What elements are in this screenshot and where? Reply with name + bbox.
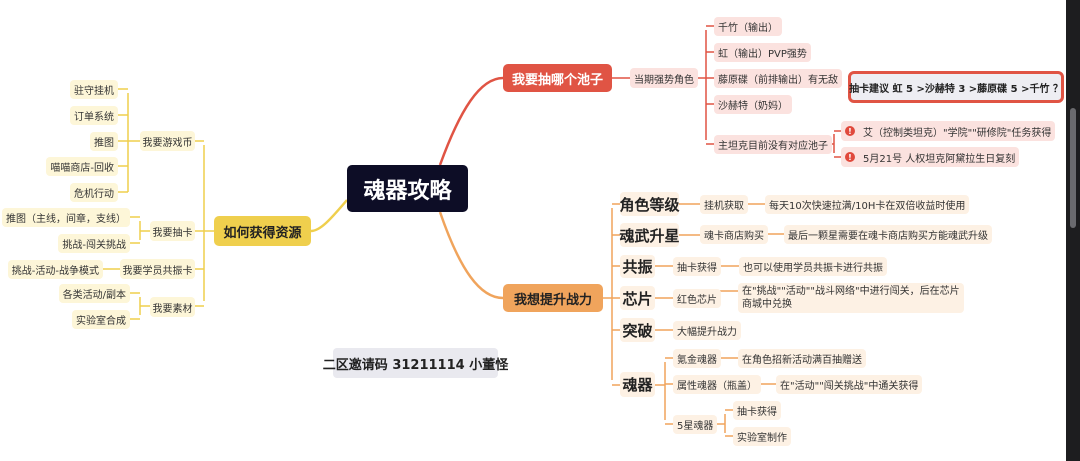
node-current-strong[interactable]: 当期强势角色 — [630, 68, 698, 88]
node-level-method[interactable]: 挂机获取 — [700, 195, 748, 214]
node-five-star-draw[interactable]: 抽卡获得 — [733, 401, 781, 420]
node-level[interactable]: 角色等级 — [620, 192, 680, 216]
alert-note[interactable]: ! 艾（控制类坦克）"学院""研修院"任务获得 — [841, 121, 1056, 141]
node-coin-source[interactable]: 推图 — [90, 132, 118, 151]
exclamation-icon: ! — [845, 126, 855, 136]
node-breakthrough-method[interactable]: 大幅提升战力 — [673, 321, 741, 340]
chip-note-line: 商城中兑换 — [742, 299, 792, 310]
node-chip-method[interactable]: 红色芯片 — [673, 289, 721, 308]
exclamation-icon: ! — [845, 152, 855, 162]
node-resonance-card[interactable]: 我要学员共振卡 — [120, 259, 195, 279]
node-coin-source[interactable]: 驻守挂机 — [70, 80, 118, 99]
branch-pool[interactable]: 我要抽哪个池子 — [503, 64, 612, 92]
node-char[interactable]: 虹（输出）PVP强势 — [714, 43, 811, 62]
node-char[interactable]: 藤原碟（前排输出）有无敌 — [714, 69, 842, 88]
central-topic[interactable]: 魂器攻略 — [347, 165, 468, 212]
node-weapon-method[interactable]: 魂卡商店购买 — [700, 225, 768, 244]
node-coin-source[interactable]: 订单系统 — [70, 106, 118, 125]
node-char[interactable]: 千竹（输出） — [714, 17, 782, 36]
node-coins[interactable]: 我要游戏币 — [140, 131, 195, 151]
node-krypton-soul[interactable]: 氪金魂器 — [673, 349, 721, 368]
note-text: 5月21号 人权坦克阿黛拉生日复刻 — [863, 153, 1016, 165]
node-material-source[interactable]: 实验室合成 — [72, 310, 130, 329]
invite-code-note[interactable]: 二区邀请码 31211114 小董怪 — [323, 348, 508, 378]
node-soul[interactable]: 魂器 — [620, 372, 655, 397]
scrollbar-track[interactable] — [1066, 0, 1080, 461]
node-material-source[interactable]: 各类活动/副本 — [58, 284, 130, 303]
node-five-star-lab[interactable]: 实验室制作 — [733, 427, 791, 446]
node-resonance-method[interactable]: 抽卡获得 — [673, 257, 721, 276]
branch-power[interactable]: 我想提升战力 — [503, 284, 603, 312]
node-chip[interactable]: 芯片 — [620, 286, 655, 310]
node-resonance-note[interactable]: 也可以使用学员共振卡进行共振 — [739, 257, 887, 276]
node-level-note[interactable]: 每天10次快速拉满/10H卡在双倍收益时使用 — [765, 195, 970, 214]
node-coin-source[interactable]: 危机行动 — [70, 183, 118, 202]
branch-resources[interactable]: 如何获得资源 — [214, 216, 311, 246]
node-card-source[interactable]: 挑战-活动-战争模式 — [7, 260, 103, 279]
chip-note-line: 在"挑战""活动""战斗网络"中进行闯关，后在芯片 — [742, 286, 960, 297]
node-draw-source[interactable]: 挑战-闯关挑战 — [58, 234, 130, 253]
alert-note[interactable]: ! 5月21号 人权坦克阿黛拉生日复刻 — [841, 147, 1020, 167]
node-tank[interactable]: 主坦克目前没有对应池子 — [714, 135, 832, 154]
node-breakthrough[interactable]: 突破 — [620, 318, 655, 342]
node-coin-source[interactable]: 喵喵商店-回收 — [46, 157, 118, 176]
node-chip-note[interactable]: 在"挑战""活动""战斗网络"中进行闯关，后在芯片商城中兑换 — [738, 283, 964, 313]
note-text: 艾（控制类坦克）"学院""研修院"任务获得 — [863, 127, 1052, 139]
node-char[interactable]: 沙赫特（奶妈） — [714, 95, 792, 114]
node-attr-note[interactable]: 在"活动""闯关挑战"中通关获得 — [776, 375, 923, 394]
node-krypton-note[interactable]: 在角色招新活动满百抽赠送 — [738, 349, 866, 368]
node-draw[interactable]: 我要抽卡 — [150, 221, 195, 241]
suggestion-callout[interactable]: 抽卡建议 虹 5 >沙赫特 3 >藤原碟 5 >千竹 ？ — [848, 71, 1064, 103]
node-material[interactable]: 我要素材 — [150, 297, 195, 317]
node-five-star-soul[interactable]: 5星魂器 — [673, 415, 718, 434]
node-attr-soul[interactable]: 属性魂器（瓶盖） — [673, 375, 761, 394]
scrollbar-thumb[interactable] — [1070, 108, 1076, 228]
node-draw-source[interactable]: 推图（主线，间章，支线） — [2, 208, 130, 227]
node-weapon-note[interactable]: 最后一颗星需要在魂卡商店购买方能魂武升级 — [784, 225, 992, 244]
node-weapon[interactable]: 魂武升星 — [620, 223, 680, 247]
node-resonance[interactable]: 共振 — [620, 255, 655, 278]
